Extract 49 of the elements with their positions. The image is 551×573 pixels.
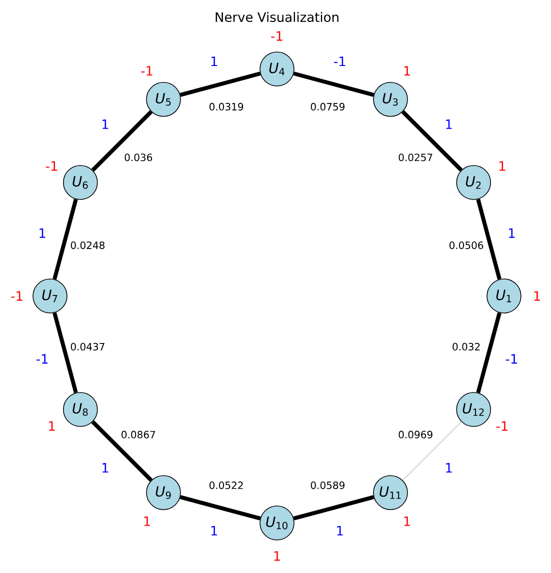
edge-line (91, 420, 153, 482)
edge-line (91, 110, 153, 172)
edge-label: 0.032 (452, 342, 480, 350)
edge-label: 0.0589 (310, 482, 344, 490)
edge-line (402, 421, 462, 481)
edge-label: 0.0248 (70, 242, 104, 250)
node-value: 1 (49, 421, 55, 431)
edge-label: 0.0759 (310, 102, 344, 110)
edge-label: 0.0257 (398, 154, 432, 162)
node-value: -1 (46, 161, 58, 171)
edge-value: 1 (446, 463, 452, 473)
edge-label: 0.0319 (209, 102, 244, 110)
edge-value: -1 (506, 354, 517, 364)
edge-label: 0.0506 (449, 242, 484, 250)
node-value: 1 (274, 551, 280, 561)
edge-line (180, 72, 261, 97)
edge-value: 1 (337, 526, 343, 536)
edge-value: -1 (334, 56, 346, 66)
edge-value: 1 (211, 526, 218, 536)
edge-label: 0.0522 (209, 482, 243, 490)
edge-line (401, 110, 463, 172)
node-value: 1 (404, 66, 410, 76)
edge-line (293, 72, 374, 97)
edge-label: 0.036 (124, 154, 152, 162)
edge-value: -1 (36, 354, 48, 364)
node-value: 1 (144, 516, 150, 526)
node-value: -1 (271, 31, 282, 41)
edge-label: 0.0867 (122, 430, 156, 438)
edge-value: 1 (102, 119, 108, 129)
edge-value: 1 (102, 463, 108, 473)
node-value: -1 (11, 291, 22, 301)
edge-value: 1 (508, 228, 515, 238)
edge-value: 1 (446, 119, 452, 129)
node-value: -1 (496, 421, 508, 431)
node-value: 1 (499, 161, 506, 171)
edge-label: 0.0437 (70, 342, 104, 350)
edge-line (52, 312, 78, 394)
edge-value: 1 (40, 228, 46, 238)
chart-title: Nerve Visualization (216, 12, 338, 22)
node-value: -1 (141, 66, 152, 76)
edge-line (476, 198, 502, 280)
node-value: 1 (404, 516, 410, 526)
edge-line (180, 495, 261, 520)
edge-line (476, 312, 502, 394)
node-value: 1 (534, 291, 540, 301)
edge-line (52, 198, 78, 280)
edge-line (293, 495, 374, 520)
edge-value: 1 (211, 56, 218, 66)
edge-label: 0.0969 (398, 430, 432, 438)
